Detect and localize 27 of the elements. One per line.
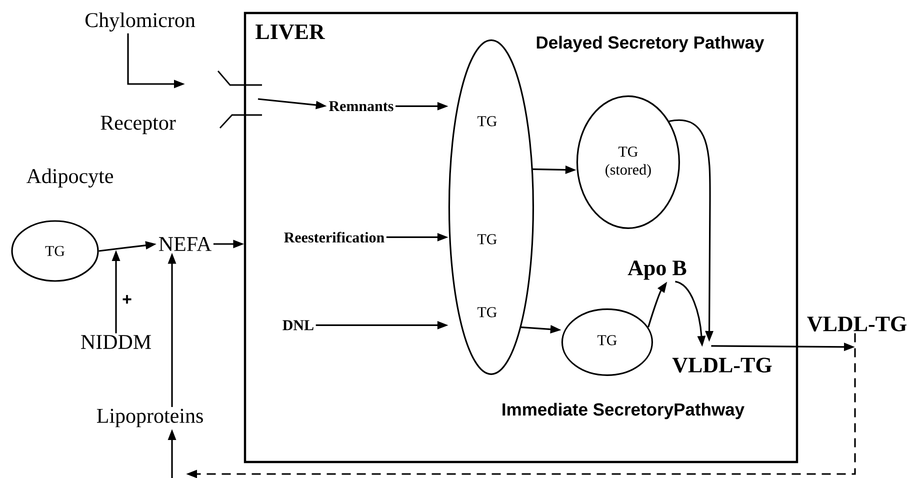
text-label: NEFA (158, 237, 212, 251)
text-label: Receptor (100, 116, 176, 134)
text-label: Apo B (628, 260, 686, 280)
ellipse-text: TG (477, 234, 497, 244)
ellipse-text: TG (45, 246, 65, 256)
edge-label: + (122, 295, 132, 304)
ellipse (576, 95, 680, 229)
text-label: VLDL-TG (807, 316, 907, 332)
text-label: Chylomicron (85, 12, 196, 32)
ellipse-text: TG (477, 116, 497, 126)
text-label: DNL (282, 320, 314, 330)
ellipse-text: TG (477, 307, 497, 318)
ellipse (448, 39, 534, 375)
box-heading: LIVER (256, 24, 326, 40)
ellipse (561, 308, 653, 376)
text-label: Reesterification (284, 232, 384, 243)
ellipse-text: TG (597, 335, 617, 346)
ellipse-text: TG (stored) (606, 146, 651, 178)
caption-text: Adipocyte (26, 168, 114, 188)
pathway-heading: Immediate SecretoryPathway (502, 402, 744, 420)
text-label: Lipoproteins (96, 408, 203, 428)
pathway-heading: Delayed Secretory Pathway (536, 36, 764, 52)
text-label: VLDL-TG (672, 358, 772, 373)
ellipse (11, 220, 99, 282)
liver-box (244, 12, 798, 464)
text-label: Remnants (328, 101, 394, 112)
text-label: NIDDM (81, 335, 151, 349)
